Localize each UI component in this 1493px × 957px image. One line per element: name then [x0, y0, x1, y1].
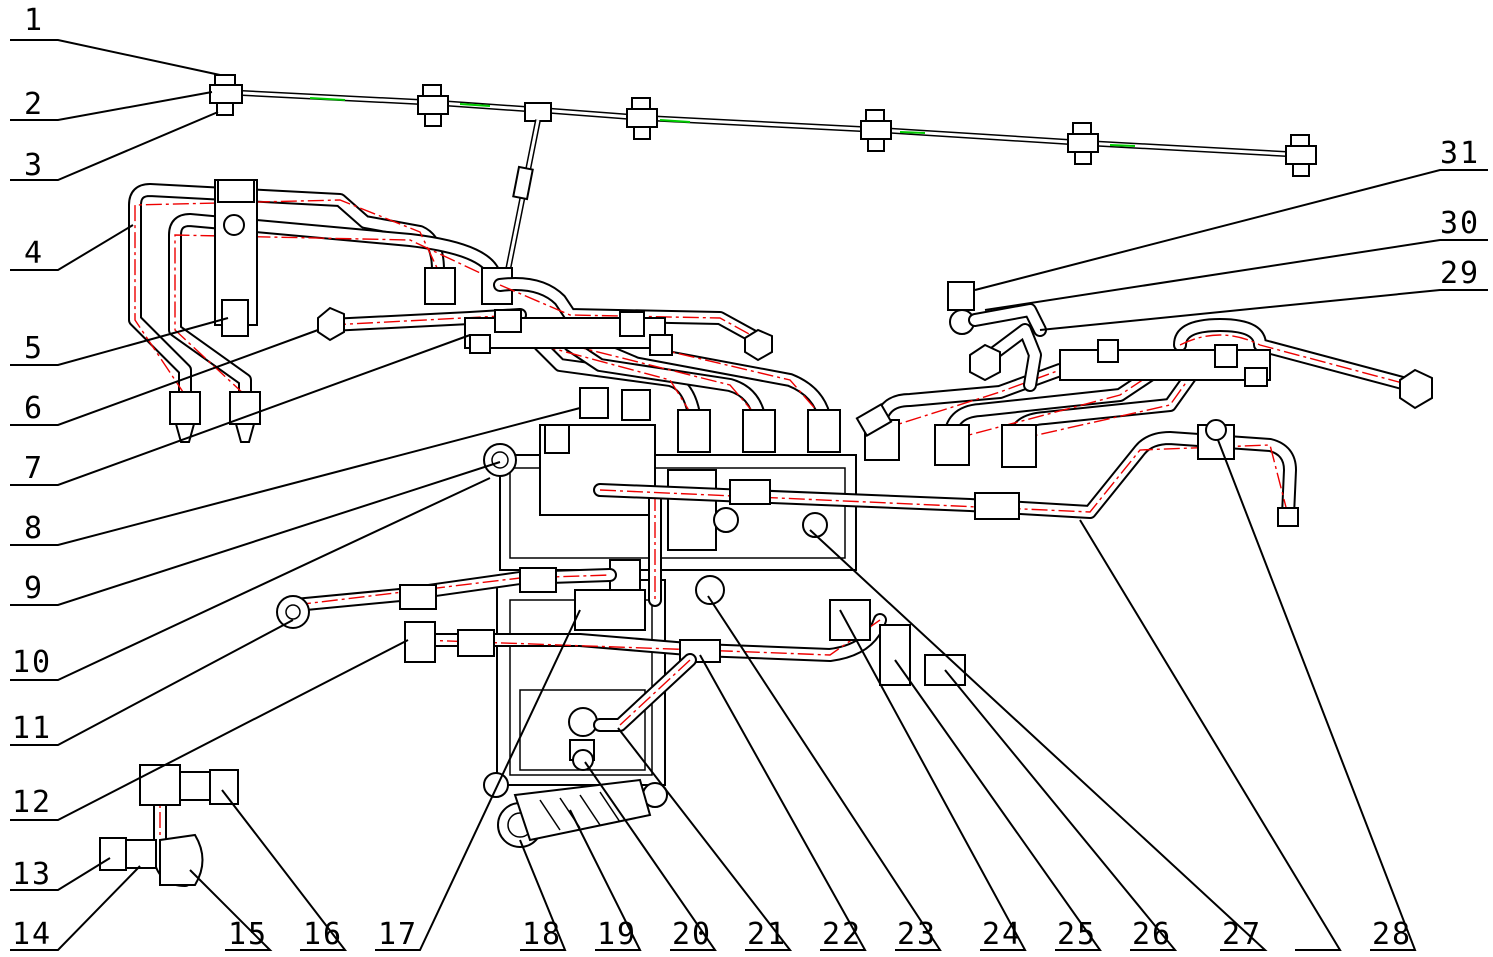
- label-29: 29: [1440, 256, 1480, 291]
- return-rail: [209, 74, 1317, 271]
- label-30: 30: [1440, 206, 1480, 241]
- label-20: 20: [672, 917, 712, 952]
- label-19: 19: [597, 917, 637, 952]
- part-number-labels: 1 2 3 4 5 6 7 8 9 10 11 12 13 14 15 16 1…: [12, 3, 1480, 952]
- fuel-supply-pipe: [593, 419, 1299, 527]
- label-1: 1: [24, 3, 44, 38]
- label-16: 16: [303, 917, 343, 952]
- label-23: 23: [897, 917, 937, 952]
- label-31: 31: [1440, 136, 1480, 171]
- pump-delivery-pipes: [464, 277, 841, 453]
- leader-lines: [10, 39, 1488, 951]
- label-7: 7: [24, 451, 44, 486]
- label-10: 10: [12, 645, 52, 680]
- label-5: 5: [24, 331, 44, 366]
- label-12: 12: [12, 785, 52, 820]
- label-2: 2: [24, 87, 44, 122]
- label-22: 22: [822, 917, 862, 952]
- label-4: 4: [24, 236, 44, 271]
- banjo-fitting: [99, 764, 239, 887]
- label-21: 21: [747, 917, 787, 952]
- label-26: 26: [1132, 917, 1172, 952]
- label-9: 9: [24, 571, 44, 606]
- label-15: 15: [228, 917, 268, 952]
- label-27: 27: [1222, 917, 1262, 952]
- injection-pump-body: [483, 387, 857, 848]
- label-24: 24: [982, 917, 1022, 952]
- label-11: 11: [12, 711, 52, 746]
- label-14: 14: [12, 917, 52, 952]
- label-3: 3: [24, 148, 44, 183]
- label-6: 6: [24, 391, 44, 426]
- label-28b: 28: [1372, 917, 1412, 952]
- left-injector-pipes: [128, 179, 527, 443]
- label-25: 25: [1057, 917, 1097, 952]
- rail-connectors: [209, 74, 1317, 177]
- right-injector-pipes: [855, 281, 1433, 468]
- label-13: 13: [12, 857, 52, 892]
- label-17: 17: [378, 917, 418, 952]
- label-18: 18: [522, 917, 562, 952]
- label-8: 8: [24, 511, 44, 546]
